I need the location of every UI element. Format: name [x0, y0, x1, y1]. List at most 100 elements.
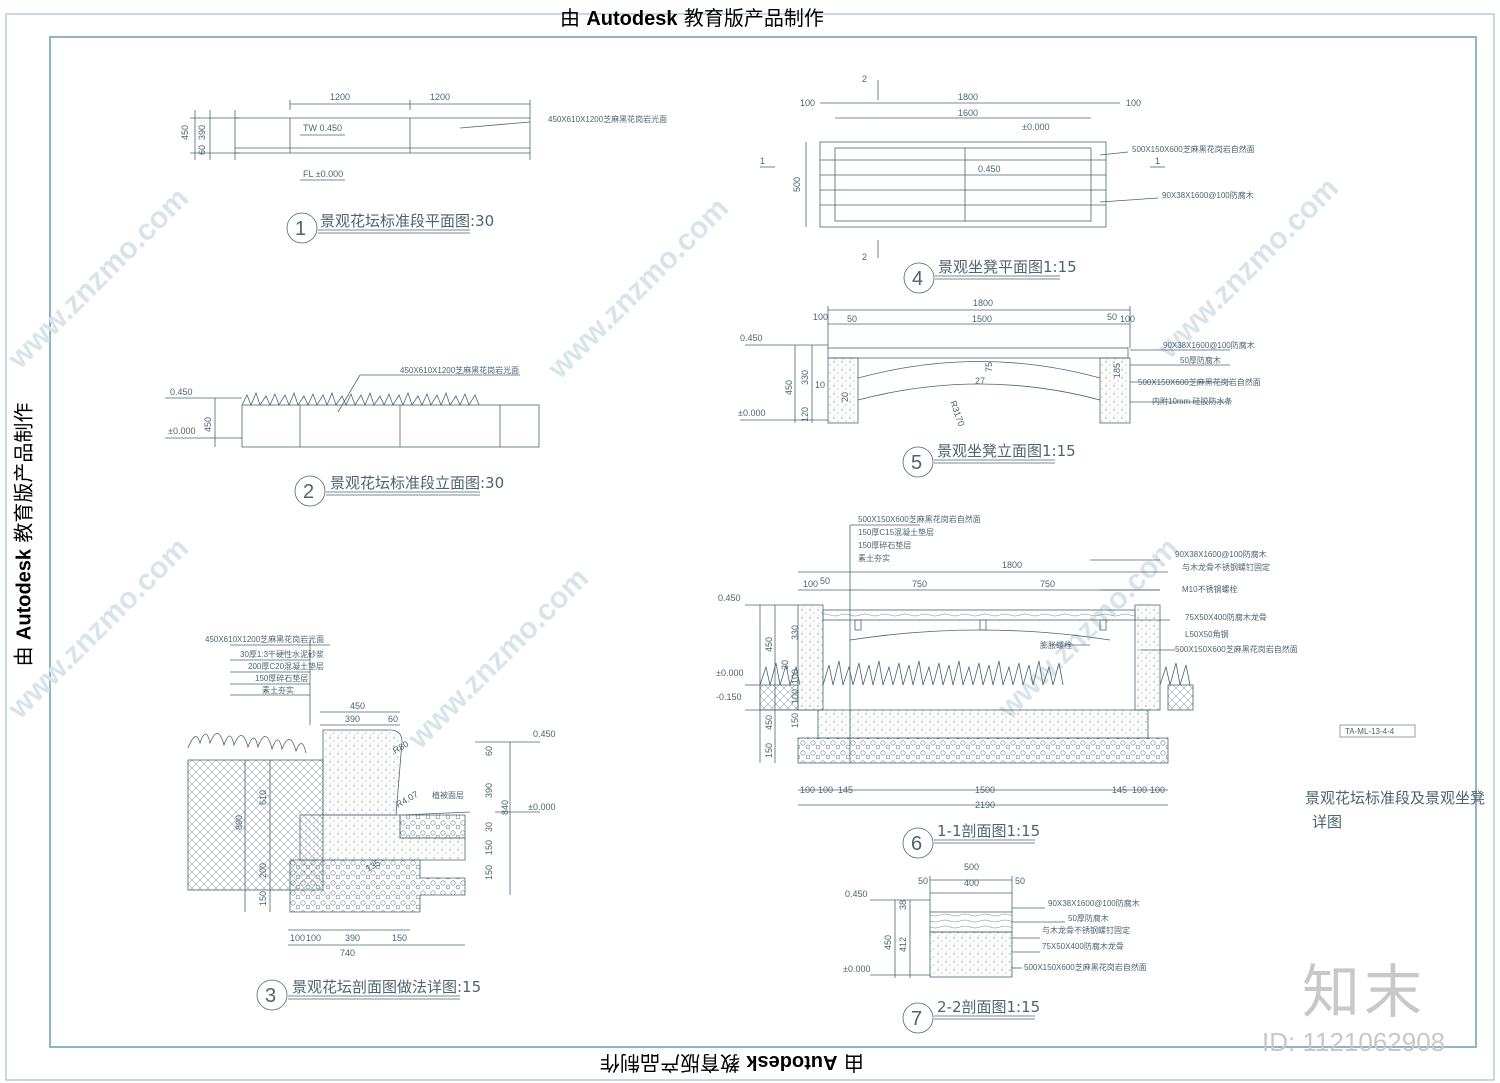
- d3-dim: 890: [234, 815, 244, 830]
- d7-note: 75X50X400防腐木龙骨: [1042, 941, 1124, 951]
- d6-level: ±0.000: [716, 668, 743, 678]
- d4-section-mark: 1: [760, 156, 765, 166]
- watermark-text: www.znzmo.com: [541, 192, 735, 386]
- d6-dim: 145: [1112, 785, 1127, 795]
- d6-dim: 330: [790, 625, 800, 640]
- d6-top-note: 素土夯实: [858, 553, 890, 563]
- d5-dim: 330: [800, 370, 810, 385]
- d3-dim: 390: [345, 714, 360, 724]
- d7-note: 50厚防腐木: [1068, 913, 1109, 923]
- d6-right-note: 75X50X400防腐木龙骨: [1185, 612, 1267, 622]
- d4-note: 500X150X600芝麻黑花岗岩自然面: [1132, 144, 1255, 154]
- d6-dim: 100: [818, 785, 833, 795]
- d6-level: 0.450: [718, 593, 741, 603]
- detail-7-section-2-2: [870, 876, 1065, 1034]
- d5-dim: 1800: [973, 298, 993, 308]
- d7-level: ±0.000: [843, 964, 870, 974]
- d5-dim: 20: [840, 392, 850, 402]
- znzmo-id: ID: 1121062908: [1262, 1027, 1446, 1057]
- d5-dim: 10: [815, 380, 825, 390]
- d5-misc: 185: [1112, 363, 1122, 378]
- d6-dim: 2190: [975, 800, 995, 810]
- detail-4-bench-plan: [760, 80, 1165, 294]
- d6-right-note: 90X38X1600@100防腐木: [1175, 549, 1267, 559]
- d5-note: 90X38X1600@100防腐木: [1163, 340, 1255, 350]
- d7-dim: 500: [964, 862, 979, 872]
- d3-level: 0.450: [533, 729, 556, 739]
- watermark-text: www.znzmo.com: [1151, 172, 1345, 366]
- d4-level: ±0.000: [1022, 122, 1049, 132]
- d6-top-note: 150厚碎石垫层: [858, 540, 911, 550]
- d4-dim: 500: [792, 177, 802, 192]
- d6-dim: 750: [1040, 579, 1055, 589]
- d5-dim: 1500: [972, 314, 992, 324]
- d6-dim: 20: [780, 660, 790, 670]
- d2-level: 0.450: [170, 387, 193, 397]
- d3-note: 150厚碎石垫层: [255, 673, 308, 683]
- d3-dim: 200: [258, 863, 268, 878]
- d3-dim: 100: [290, 933, 305, 943]
- d6-right-note: L50X50角钢: [1185, 629, 1229, 639]
- d4-section-mark: 2: [862, 74, 867, 84]
- d4-section-mark: 1: [1155, 156, 1160, 166]
- detail-5-bench-elevation: [740, 306, 1230, 478]
- d5-note: 50厚防腐木: [1180, 355, 1221, 365]
- d2-note: 450X610X1200芝麻黑花岗岩光面: [400, 365, 519, 375]
- d3-dim: 840: [500, 800, 510, 815]
- d4-level: 0.450: [978, 164, 1001, 174]
- d3-dim: 60: [484, 746, 494, 756]
- d4-dim: 1800: [958, 92, 978, 102]
- d6-right-note: 500X150X600芝麻黑花岗岩自然面: [1175, 644, 1298, 654]
- detail-2-planter-elevation: [165, 374, 540, 507]
- d6-dim: 50: [820, 576, 830, 586]
- d6-top-note: 500X150X600芝麻黑花岗岩自然面: [858, 514, 981, 524]
- sheet-title-line2: 详图: [1312, 813, 1342, 831]
- detail-1-number: 1: [295, 218, 306, 240]
- d6-misc: 膨胀螺栓: [1040, 640, 1072, 650]
- d6-level: -0.150: [716, 692, 742, 702]
- d3-dim: 150: [392, 933, 407, 943]
- detail-6-section-1-1: [745, 524, 1194, 859]
- d7-dim: 412: [898, 937, 908, 952]
- outer-frame: [5, 13, 1495, 1081]
- d6-right-note: M10不锈钢螺栓: [1182, 584, 1238, 594]
- d4-dim: 100: [800, 98, 815, 108]
- d6-dim: 100: [803, 579, 818, 589]
- d7-dim: 38: [898, 900, 908, 910]
- edu-banner-left: 由 Autodesk 教育版产品制作: [11, 402, 36, 667]
- d5-level: 0.450: [740, 333, 763, 343]
- d3-dim: 610: [258, 790, 268, 805]
- detail-3-planter-section: [187, 640, 540, 1011]
- d5-dim: 50: [1107, 312, 1117, 322]
- znzmo-logo: 知末: [1302, 958, 1427, 1026]
- d7-note: 与木龙骨不锈钢螺钉固定: [1042, 925, 1130, 935]
- d7-note: 90X38X1600@100防腐木: [1048, 898, 1140, 908]
- d5-note: 内附10mm 硅胶防水条: [1152, 396, 1232, 406]
- d1-note: 450X610X1200芝麻黑花岗岩光面: [548, 114, 667, 124]
- d4-section-mark: 2: [862, 252, 867, 262]
- d3-dim: 450: [350, 701, 365, 711]
- title-stamp-box: [1339, 724, 1416, 738]
- edu-banner-bottom: 由 Autodesk 教育版产品制作: [600, 1051, 864, 1075]
- d5-misc: 27: [975, 376, 985, 386]
- detail-1-planter-plan: [190, 100, 531, 244]
- detail-1-title: 景观花坛标准段平面图:30: [320, 212, 494, 230]
- d3-dim: 150: [484, 840, 494, 855]
- d5-dim: 120: [800, 407, 810, 422]
- d3-dim: 30: [484, 822, 494, 832]
- d3-dim: 390: [345, 933, 360, 943]
- d6-dim: 1500: [975, 785, 995, 795]
- d5-dim: 50: [847, 314, 857, 324]
- d2-dim: 450: [203, 417, 213, 432]
- d1-dim: 1200: [330, 92, 350, 102]
- d3-note: 30厚1:3干硬性水泥砂浆: [240, 649, 324, 659]
- d5-dim: 100: [813, 312, 828, 322]
- d7-dim: 50: [1015, 876, 1025, 886]
- d3-note: 450X610X1200芝麻黑花岗岩光面: [205, 634, 324, 644]
- detail-3-number: 3: [265, 985, 276, 1007]
- d3-level: ±0.000: [528, 802, 555, 812]
- detail-4-number: 4: [912, 268, 923, 290]
- d3-misc: 植被面层: [432, 790, 464, 800]
- detail-2-number: 2: [303, 481, 314, 503]
